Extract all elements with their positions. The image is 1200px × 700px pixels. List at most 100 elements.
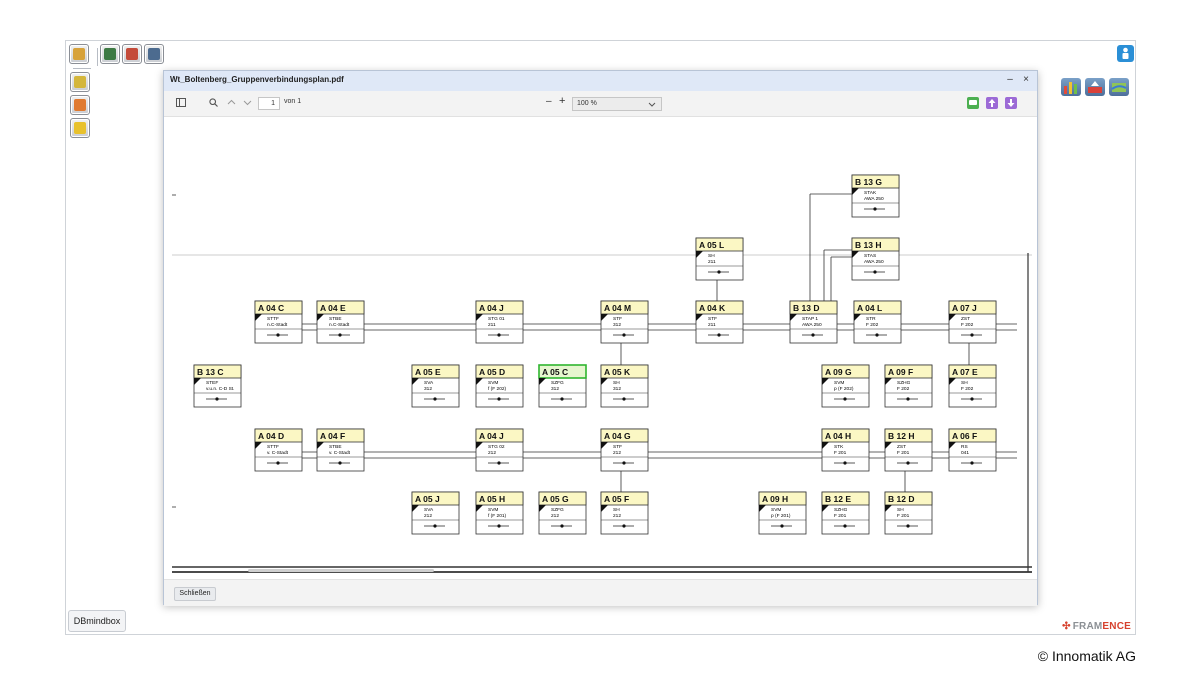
box-marker bbox=[412, 505, 419, 512]
upload-button[interactable] bbox=[986, 97, 998, 109]
box-label-line1: SVA bbox=[424, 507, 434, 513]
box-id-label: A 04 L bbox=[857, 303, 882, 313]
box-label-line2: AWA 250 bbox=[864, 259, 884, 265]
viewer-title: Wt_Boltenberg_Gruppenverbindungsplan.pdf bbox=[170, 75, 344, 84]
box-label-line1: SH bbox=[961, 380, 968, 386]
signal-dot bbox=[717, 270, 721, 274]
box-id-label: A 05 E bbox=[415, 367, 441, 377]
export-button[interactable] bbox=[1085, 78, 1105, 96]
box-label-line1: SVM bbox=[771, 507, 781, 513]
map-icon bbox=[1111, 83, 1127, 92]
box-label-line1: STAS bbox=[864, 253, 876, 259]
signal-dot bbox=[873, 207, 877, 211]
zoom-out-button[interactable]: – bbox=[546, 96, 552, 107]
download-button[interactable] bbox=[1005, 97, 1017, 109]
chevron-down-icon[interactable] bbox=[243, 98, 252, 109]
box-label-line2: F 201 bbox=[834, 513, 847, 519]
box-label-line2: f (F 201) bbox=[488, 513, 507, 519]
box-id-label: A 04 J bbox=[479, 303, 504, 313]
box-label-line1: SZFG bbox=[551, 507, 564, 513]
box-marker bbox=[539, 378, 546, 385]
chat-button[interactable] bbox=[70, 95, 90, 115]
chart-button[interactable] bbox=[1061, 78, 1081, 96]
box-label-line2: 312 bbox=[613, 322, 621, 328]
box-id-label: A 06 F bbox=[952, 431, 977, 441]
box-id-label: A 05 C bbox=[542, 367, 568, 377]
box-marker bbox=[696, 251, 703, 258]
box-marker bbox=[601, 505, 608, 512]
box-label-line2: f (F 202) bbox=[488, 386, 507, 392]
box-marker bbox=[822, 378, 829, 385]
box-marker bbox=[255, 442, 262, 449]
signal-dot bbox=[433, 397, 437, 401]
box-marker bbox=[885, 505, 892, 512]
map-button[interactable] bbox=[1109, 78, 1129, 96]
signal-dot bbox=[215, 397, 219, 401]
box-id-label: A 09 H bbox=[762, 494, 788, 504]
signal-dot bbox=[622, 333, 626, 337]
box-marker bbox=[854, 314, 861, 321]
close-window-button[interactable]: × bbox=[1023, 74, 1029, 85]
comment-icon bbox=[969, 100, 977, 105]
box-marker bbox=[759, 505, 766, 512]
signal-dot bbox=[811, 333, 815, 337]
box-id-label: A 05 L bbox=[699, 240, 724, 250]
user-button[interactable] bbox=[144, 44, 164, 64]
signal-dot bbox=[906, 397, 910, 401]
box-label-line2: 212 bbox=[613, 513, 621, 519]
download-icon bbox=[1007, 99, 1015, 107]
toolbar-separator bbox=[97, 48, 98, 66]
search-icon[interactable] bbox=[209, 98, 218, 109]
signal-dot bbox=[970, 397, 974, 401]
zoom-select[interactable]: 100 % bbox=[572, 97, 662, 111]
comment-button[interactable] bbox=[967, 97, 979, 109]
person-icon bbox=[1122, 47, 1129, 59]
dbmindbox-tab[interactable]: DBmindbox bbox=[68, 610, 126, 632]
box-marker bbox=[476, 378, 483, 385]
sidebar-toggle-icon[interactable] bbox=[176, 98, 186, 109]
info-button[interactable] bbox=[1117, 45, 1134, 62]
close-button[interactable]: Schließen bbox=[174, 587, 216, 601]
tools-button[interactable] bbox=[69, 44, 89, 64]
page-number-input[interactable]: 1 bbox=[258, 97, 280, 110]
zoom-in-button[interactable]: + bbox=[559, 95, 566, 107]
box-id-label: A 04 F bbox=[320, 431, 345, 441]
box-label-line1: SH bbox=[897, 507, 904, 513]
box-label-line2: p (F 202) bbox=[834, 386, 854, 392]
image-button[interactable] bbox=[122, 44, 142, 64]
box-label-line2: 312 bbox=[424, 386, 432, 392]
box-id-label: A 04 C bbox=[258, 303, 284, 313]
horizontal-scrollbar[interactable] bbox=[248, 569, 434, 572]
signal-dot bbox=[970, 461, 974, 465]
box-label-line1: SZHG bbox=[834, 507, 848, 513]
signal-dot bbox=[433, 524, 437, 528]
box-id-label: B 12 E bbox=[825, 494, 851, 504]
box-label-line2: 212 bbox=[551, 513, 559, 519]
note-button[interactable] bbox=[70, 118, 90, 138]
viewer-titlebar: Wt_Boltenberg_Gruppenverbindungsplan.pdf… bbox=[164, 71, 1037, 91]
box-marker bbox=[476, 314, 483, 321]
box-label-line2: 212 bbox=[488, 450, 496, 456]
minimize-button[interactable]: – bbox=[1007, 74, 1013, 85]
database-button[interactable] bbox=[100, 44, 120, 64]
box-id-label: A 07 J bbox=[952, 303, 977, 313]
box-label-line2: 212 bbox=[424, 513, 432, 519]
chevron-up-icon[interactable] bbox=[227, 98, 236, 109]
note-icon bbox=[74, 122, 86, 134]
pencil-button[interactable] bbox=[70, 72, 90, 92]
box-marker bbox=[194, 378, 201, 385]
copyright-text: © Innomatik AG bbox=[1037, 648, 1136, 664]
box-label-line2: v. C-Stadt bbox=[329, 450, 351, 456]
